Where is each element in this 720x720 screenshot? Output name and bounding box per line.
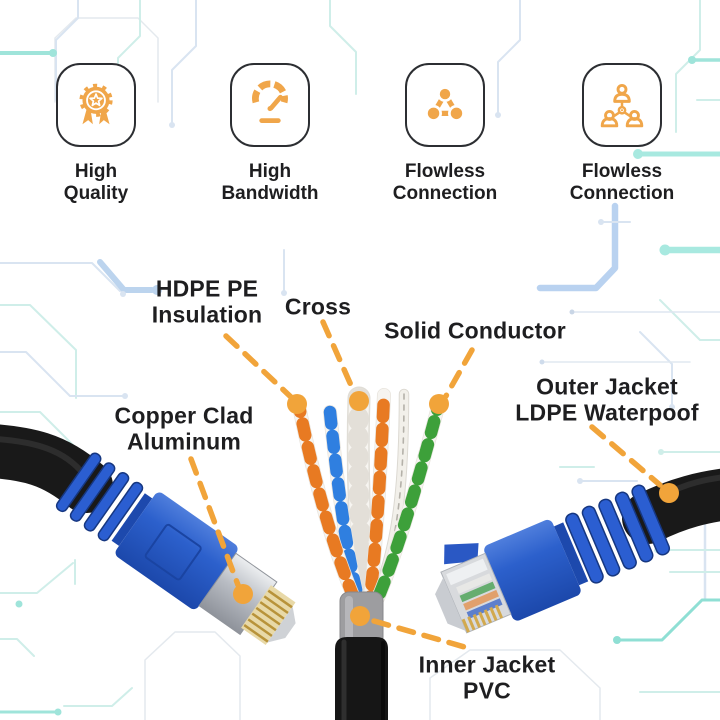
plug-latch	[444, 543, 479, 565]
circuit-trace	[675, 0, 701, 133]
callout-dots	[233, 391, 679, 626]
wire-hint-orange	[463, 589, 499, 611]
gold-contact-teeth	[243, 589, 293, 643]
callout-line-cross	[320, 319, 357, 395]
feature-icon-box	[230, 63, 310, 147]
stripped-cable	[292, 386, 446, 720]
boot-fin	[97, 481, 144, 542]
callout-label-cross: Cross	[284, 293, 352, 320]
circuit-trace	[0, 638, 35, 657]
callout-line-copper-clad	[188, 456, 241, 588]
twisted-pair-orange-left	[292, 399, 361, 605]
speedometer-icon	[252, 80, 288, 123]
callout-line-solid-conductor	[443, 347, 475, 399]
plug-tip	[435, 577, 466, 632]
feature-icon-box	[405, 63, 485, 147]
circuit-trace	[429, 649, 601, 720]
boot-fin	[83, 472, 130, 532]
circuit-trace	[0, 411, 85, 457]
circuit-trace	[0, 351, 123, 397]
people-network-icon	[600, 83, 644, 128]
circuit-trace	[144, 631, 241, 720]
twisted-pair-white	[346, 386, 378, 610]
callout-dot-inner-jacket	[350, 606, 370, 626]
connector-body	[484, 519, 581, 621]
boot-fin	[581, 505, 621, 577]
callout-label-solid-conductor: Solid Conductor	[384, 317, 566, 344]
boot-collar	[553, 522, 589, 586]
twisted-pair-green	[371, 396, 446, 605]
boot-fin	[565, 512, 604, 584]
wire-hint-white	[456, 573, 492, 594]
connector-latch	[144, 523, 202, 581]
circuit-trace	[497, 0, 521, 113]
callout-dot-copper-clad	[233, 584, 253, 604]
boot-fin	[631, 484, 671, 556]
callout-dot-outer-jacket	[659, 483, 679, 503]
circuit-trace	[618, 598, 720, 642]
callout-lines	[188, 319, 663, 651]
circuit-trace	[329, 0, 357, 95]
boot-fin	[598, 498, 637, 570]
circuit-trace	[639, 331, 673, 405]
callout-dot-solid-conductor	[429, 394, 449, 414]
right-cable-jacket	[622, 468, 720, 544]
callout-line-outer-jacket	[589, 424, 663, 488]
circuit-trace	[171, 0, 197, 123]
wire-hint-green	[459, 581, 496, 603]
callout-dot-hdpe	[287, 394, 307, 414]
right-rj45-connector	[435, 484, 671, 634]
plug-highlight	[446, 558, 488, 586]
boot-fin	[55, 452, 102, 513]
plug-tip	[267, 606, 296, 643]
circuit-trace	[63, 687, 133, 707]
medal-icon	[79, 83, 113, 125]
left-cable-highlight	[0, 436, 83, 473]
boot-fin	[614, 491, 654, 563]
left-patch-cable	[0, 424, 296, 645]
boot-collar	[111, 493, 153, 546]
twisted-pair-orange-right	[363, 388, 391, 605]
feature-icon-box	[582, 63, 662, 147]
circuit-trace	[97, 259, 155, 293]
callout-line-inner-jacket	[371, 618, 471, 651]
gold-pins	[461, 604, 504, 633]
circuit-trace	[0, 262, 121, 292]
circuit-trace	[0, 562, 74, 594]
share-network-icon	[425, 86, 465, 122]
outer-jacket	[335, 637, 388, 720]
callout-line-hdpe	[223, 333, 295, 401]
circuit-trace	[536, 202, 619, 292]
circuit-trace	[55, 0, 79, 101]
circuit-trace	[0, 304, 77, 399]
connector-body	[115, 492, 238, 610]
twisted-pair-blue	[323, 405, 365, 605]
boot-fin	[69, 462, 116, 522]
callout-dot-cross	[349, 391, 369, 411]
right-patch-cable	[435, 468, 720, 634]
circuit-trace	[659, 299, 720, 341]
wire-hint-blue	[466, 598, 503, 619]
feature-icon-box	[56, 63, 136, 147]
